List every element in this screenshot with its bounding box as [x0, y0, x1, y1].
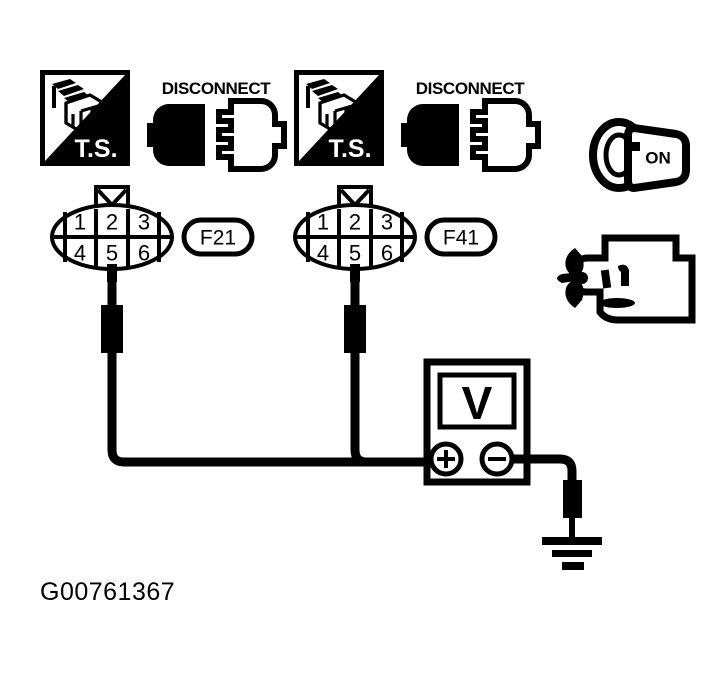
connector-f41-tag: F41 — [424, 217, 498, 257]
connector-f21-pin5-stub — [107, 264, 117, 282]
connector-f41-pin5-stub — [350, 264, 360, 282]
connector-f41-tag-label: F41 — [443, 227, 479, 250]
probe-body-f21 — [101, 305, 123, 353]
figure-caption: G00761367 — [40, 578, 175, 606]
disconnect-right: DISCONNECT — [401, 79, 541, 172]
voltmeter-display — [437, 372, 517, 430]
connector-f21-pin-4: 4 — [74, 241, 86, 266]
connector-f21-grid — [52, 209, 172, 266]
connector-hand-icon — [306, 79, 361, 134]
connector-f41-pin-4: 4 — [317, 241, 329, 266]
ts-box-left: T.S. — [40, 70, 130, 166]
disconnect-right-female — [401, 104, 479, 166]
wire-meter-to-ground — [512, 454, 577, 492]
connector-f21-pin-3: 3 — [138, 210, 150, 235]
probe-body-ground — [563, 480, 582, 518]
connector-f21-tag: F21 — [181, 217, 255, 257]
wire-f21-to-meter — [107, 282, 433, 467]
connector-f21-tag-label: F21 — [200, 227, 236, 250]
disconnect-right-label: DISCONNECT — [416, 79, 525, 98]
disconnect-left-label: DISCONNECT — [162, 79, 271, 98]
voltmeter-negative-terminal[interactable] — [479, 441, 515, 477]
connector-f21-pin-5: 5 — [106, 241, 118, 266]
disconnect-left: DISCONNECT — [147, 79, 287, 172]
voltmeter-display-value: V — [462, 377, 493, 429]
connector-f41-pin-3: 3 — [381, 210, 393, 235]
probe-body-f41 — [344, 305, 366, 353]
wire-f41-to-meter — [350, 282, 433, 467]
connector-f21-pin-1: 1 — [74, 210, 86, 235]
connector-f41-pin-1: 1 — [317, 210, 329, 235]
ts-box-left-label: T.S. — [74, 135, 117, 163]
chassis-ground-symbol — [542, 537, 602, 570]
engine-fan-icon — [557, 248, 588, 308]
connector-f21-pin-6: 6 — [138, 241, 150, 266]
connector-f41-pin-2: 2 — [349, 210, 361, 235]
voltmeter[interactable]: V — [423, 358, 531, 486]
ts-box-right: T.S. — [294, 70, 384, 166]
connector-f21[interactable]: 1 2 3 4 5 6 — [50, 185, 174, 282]
engine-running-icon — [557, 234, 696, 324]
connector-f41[interactable]: 1 2 3 4 5 6 — [293, 185, 417, 282]
disconnect-left-female — [147, 104, 225, 166]
connector-f41-grid — [295, 209, 415, 266]
ignition-key-icon: ON — [589, 118, 690, 193]
disconnect-right-male — [470, 98, 541, 172]
voltmeter-positive-terminal[interactable] — [428, 441, 464, 477]
connector-f21-pin-2: 2 — [106, 210, 118, 235]
ignition-state-label: ON — [645, 149, 671, 168]
connector-f41-pin-6: 6 — [381, 241, 393, 266]
connector-hand-icon — [52, 79, 107, 134]
ts-box-right-label: T.S. — [328, 135, 371, 163]
connector-f41-pin-5: 5 — [349, 241, 361, 266]
disconnect-left-male — [216, 98, 287, 172]
